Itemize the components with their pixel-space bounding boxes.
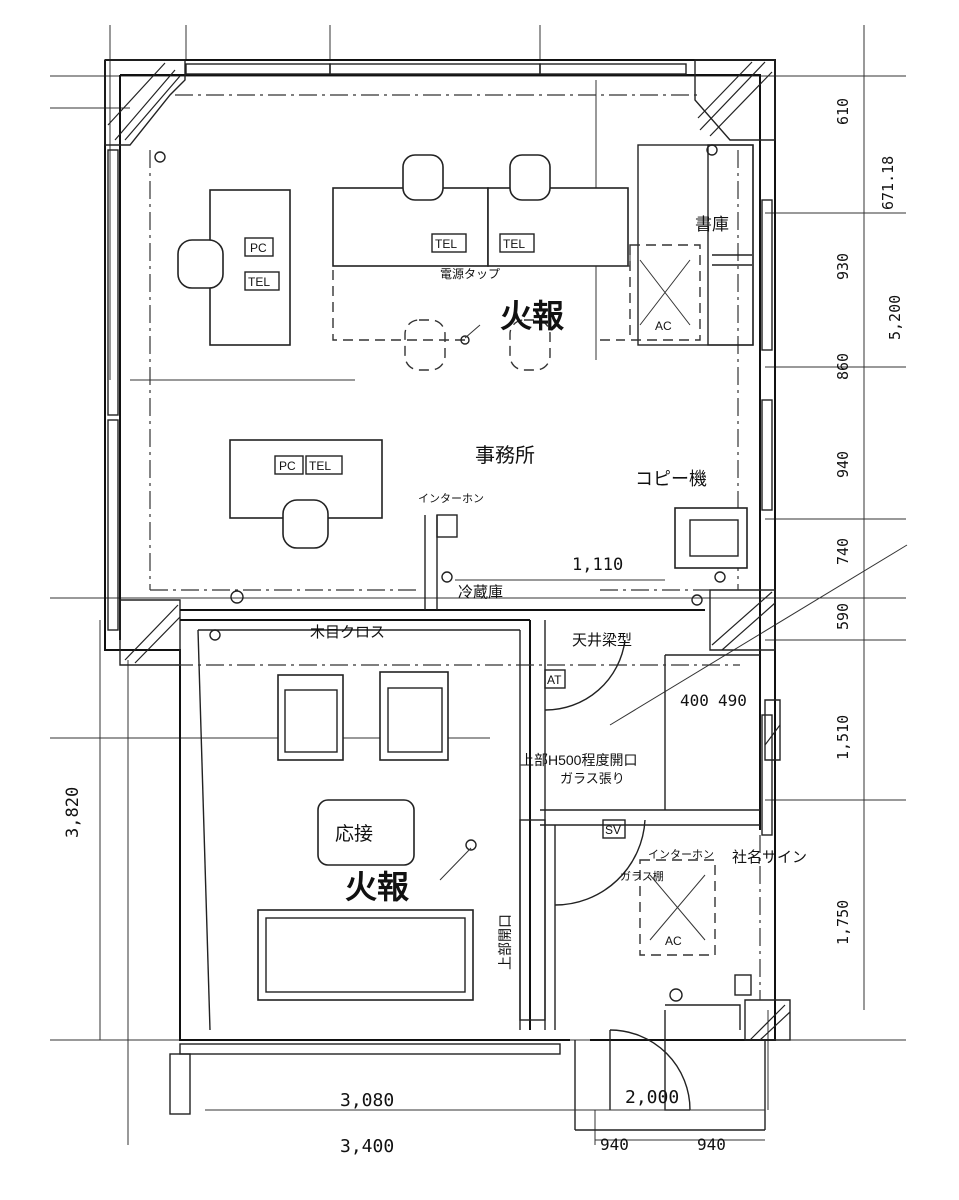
- tel-label-1: TEL: [248, 275, 270, 289]
- office-furniture: [177, 154, 629, 549]
- pc-label-1: PC: [250, 241, 267, 255]
- company-sign-label: 社名サイン: [732, 849, 807, 866]
- dim-490: 490: [718, 691, 747, 710]
- dim-bottom-940b: 940: [697, 1135, 726, 1154]
- upper-opening-label: 上部開口: [497, 914, 513, 970]
- dim-right-590: 590: [834, 603, 852, 630]
- tel-label-2: TEL: [435, 237, 457, 251]
- dimension-lines: [99, 579, 765, 1141]
- ceiling-beam-label: 天井梁型: [572, 632, 632, 649]
- fridge-unit: [436, 514, 458, 583]
- intercom-glass-label-1: インターホン: [648, 848, 714, 861]
- outlet-symbols: [154, 144, 752, 1002]
- fire-alarm-label-office: 火報: [500, 297, 564, 335]
- sv-label: SV: [605, 823, 621, 837]
- room-storage-label: 書庫: [695, 215, 729, 234]
- dim-right-740: 740: [834, 538, 852, 565]
- dim-bottom-3400: 3,400: [340, 1136, 394, 1157]
- dashed-boundaries: [149, 94, 761, 1000]
- glass-note-label: ガラス張り: [560, 771, 625, 786]
- fire-alarm-label-reception: 火報: [345, 868, 409, 906]
- tel-label-4: TEL: [309, 459, 331, 473]
- dim-400: 400: [680, 691, 709, 710]
- dim-bottom-2000: 2,000: [625, 1087, 679, 1108]
- dim-right-1510: 1,510: [834, 715, 852, 760]
- ac-units: [629, 244, 716, 956]
- dim-right-940: 940: [834, 451, 852, 478]
- room-office-label: 事務所: [475, 444, 535, 467]
- dim-bottom-3080: 3,080: [340, 1090, 394, 1111]
- opening-note-label: 上部H500程度開口: [520, 752, 637, 768]
- pc-label-2: PC: [279, 459, 296, 473]
- intercom-glass-label-2: ガラス棚: [620, 869, 664, 883]
- intercom-label-top: インターホン: [418, 492, 484, 505]
- room-reception-label: 応接: [335, 823, 373, 845]
- dim-right-860: 860: [834, 353, 852, 380]
- dim-bottom-940a: 940: [600, 1135, 629, 1154]
- fridge-label: 冷蔵庫: [458, 584, 503, 601]
- ac-label-top: AC: [655, 319, 672, 333]
- dim-right-1750: 1,750: [834, 900, 852, 945]
- dimension-labels: 610 671.18 930 5,200 860 940 740 590 1,5…: [63, 98, 904, 1157]
- reception-furniture: [257, 671, 474, 1001]
- wood-cloth-label: 木目クロス: [310, 624, 385, 641]
- dim-right-610: 610: [834, 98, 852, 125]
- outer-walls: [104, 59, 776, 1115]
- labels: 事務所 応接 書庫 火報 火報 PC TEL TEL TEL PC TEL 電源…: [244, 215, 807, 970]
- dim-1110: 1,110: [572, 555, 623, 575]
- leader-lines: [439, 245, 631, 881]
- copier-machine: [674, 507, 748, 569]
- power-tap-label: 電源タップ: [440, 267, 500, 281]
- at-label: AT: [547, 673, 562, 687]
- tel-label-3: TEL: [503, 237, 525, 251]
- dim-left-3820: 3,820: [63, 787, 83, 838]
- dim-right-930: 930: [834, 253, 852, 280]
- ac-label-bottom: AC: [665, 934, 682, 948]
- dim-right-671: 671.18: [879, 156, 897, 210]
- copier-label: コピー機: [635, 469, 707, 489]
- dim-right-5200: 5,200: [886, 295, 904, 340]
- door-swings: [544, 639, 766, 1131]
- partitions: [180, 515, 760, 1031]
